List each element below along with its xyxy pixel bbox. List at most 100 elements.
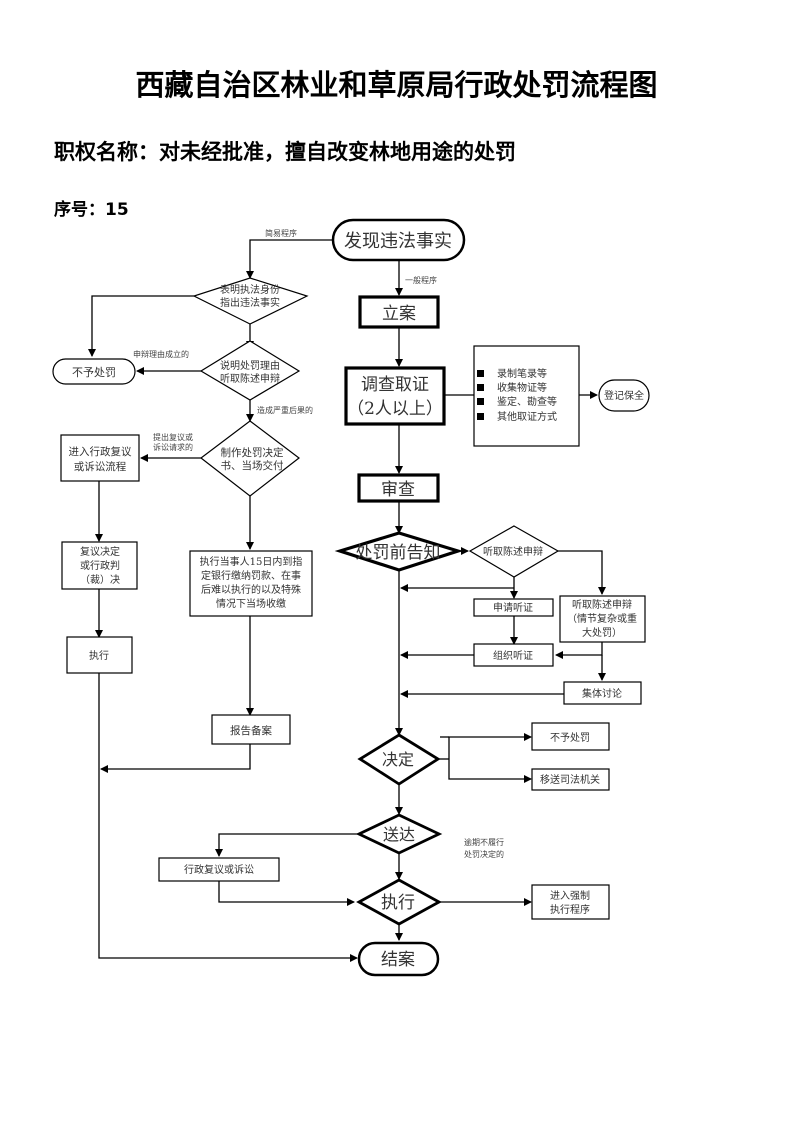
evidence-method-item: 鉴定、勘查等 (477, 395, 557, 408)
hear-defense-diamond: 听取陈述申辩 (468, 525, 560, 578)
svg-text:立案: 立案 (382, 304, 416, 324)
identify-diamond: 表明执法身份 指出违法事实 (192, 277, 309, 325)
svg-text:进入强制: 进入强制 (550, 889, 590, 902)
svg-text:集体讨论: 集体讨论 (582, 687, 622, 700)
no-penalty-terminal-left: 不予处罚 (52, 358, 136, 385)
svg-text:（2人以上）: （2人以上） (347, 399, 443, 419)
label-review-request-2: 诉讼请求的 (153, 442, 193, 452)
svg-text:执行: 执行 (89, 649, 109, 662)
svg-text:执行: 执行 (381, 893, 415, 913)
label-simple-procedure: 简易程序 (265, 228, 297, 238)
review-box: 审查 (357, 473, 440, 503)
page-title: 西藏自治区林业和草原局行政处罚流程图 (135, 68, 658, 102)
svg-text:送达: 送达 (383, 825, 415, 844)
svg-text:不予处罚: 不予处罚 (550, 732, 590, 744)
svg-text:大处罚）: 大处罚） (582, 626, 622, 639)
admin-review-box: 行政复议或诉讼 (158, 857, 280, 882)
svg-text:结案: 结案 (381, 950, 415, 970)
bullet-icon (477, 413, 484, 420)
review-result-box: 复议决定 或行政判 （裁）决 (61, 541, 138, 590)
svg-text:书、当场交付: 书、当场交付 (221, 459, 284, 472)
edge-admin-review-to-execute (218, 881, 355, 906)
evidence-method-item: 收集物证等 (477, 381, 547, 394)
evidence-methods-box: 录制笔录等 收集物证等 鉴定、勘查等 其他取证方式 (473, 345, 580, 447)
pay-box: 执行当事人15日内到指 定银行缴纳罚款、在事 后难以执行的以及特殊 情况下当场收… (189, 550, 313, 617)
edge-report-to-main (100, 744, 251, 773)
serial-number: 序号：15 (54, 200, 129, 220)
apply-hearing-box: 申请听证 (473, 598, 554, 617)
preserve-terminal: 登记保全 (598, 379, 650, 412)
organize-hearing-box: 组织听证 (473, 643, 554, 667)
connectors (88, 239, 606, 962)
svg-text:制作处罚决定: 制作处罚决定 (221, 446, 284, 459)
svg-text:调查取证: 调查取证 (361, 375, 429, 395)
investigate-box: 调查取证 （2人以上） (344, 366, 446, 426)
svg-text:报告备案: 报告备案 (230, 724, 272, 737)
evidence-method-item: 录制笔录等 (477, 367, 547, 380)
svg-text:录制笔录等: 录制笔录等 (497, 367, 547, 380)
svg-text:指出违法事实: 指出违法事实 (220, 296, 280, 309)
svg-text:不予处罚: 不予处罚 (72, 366, 116, 379)
label-overdue-1: 逾期不履行 (464, 837, 504, 847)
no-penalty-box-right: 不予处罚 (531, 722, 610, 751)
label-review-request-1: 提出复议或 (153, 432, 193, 442)
execute-diamond: 执行 (356, 878, 442, 926)
label-overdue-2: 处罚决定的 (464, 849, 504, 859)
close-terminal: 结案 (357, 941, 440, 977)
svg-text:行政复议或诉讼: 行政复议或诉讼 (184, 863, 254, 876)
svg-text:鉴定、勘查等: 鉴定、勘查等 (497, 395, 557, 408)
bullet-icon (477, 398, 484, 405)
svg-text:组织听证: 组织听证 (493, 649, 533, 662)
bullet-icon (477, 370, 484, 377)
decision-diamond: 决定 (357, 733, 441, 786)
svg-text:执行当事人15日内到指: 执行当事人15日内到指 (200, 555, 303, 568)
review-process-box: 进入行政复议 或诉讼流程 (60, 434, 140, 482)
edge-hear-to-complex (558, 550, 606, 595)
svg-text:处罚前告知: 处罚前告知 (356, 543, 441, 563)
svg-text:执行程序: 执行程序 (550, 903, 590, 916)
svg-text:复议决定: 复议决定 (80, 545, 120, 558)
label-defense-valid: 申辩理由成立的 (133, 349, 189, 359)
decide-diamond: 制作处罚决定 书、当场交付 (200, 420, 300, 497)
svg-text:听取陈述申辩: 听取陈述申辩 (483, 545, 543, 558)
label-general-procedure: 一般程序 (405, 275, 437, 285)
edge-decision-to-transfer (448, 759, 532, 783)
edge-complex-to-organize (555, 642, 603, 659)
authority-name: 职权名称：对未经批准，擅自改变林地用途的处罚 (54, 140, 516, 164)
evidence-method-item: 其他取证方式 (477, 410, 557, 423)
svg-text:听取陈述申辩: 听取陈述申辩 (220, 372, 280, 385)
svg-text:后难以执行的以及特殊: 后难以执行的以及特殊 (201, 583, 301, 596)
bullet-icon (477, 384, 484, 391)
svg-text:定银行缴纳罚款、在事: 定银行缴纳罚款、在事 (201, 569, 301, 582)
edge-decision-to-no-penalty (448, 733, 532, 759)
enforce-box: 进入强制 执行程序 (531, 884, 610, 920)
edge-identify-to-no-penalty (88, 295, 194, 357)
svg-text:（情节复杂或重: （情节复杂或重 (567, 612, 637, 625)
svg-text:登记保全: 登记保全 (604, 389, 644, 402)
svg-text:进入行政复议: 进入行政复议 (69, 445, 132, 458)
group-discussion-box: 集体讨论 (563, 681, 642, 705)
label-serious-consequence: 造成严重后果的 (257, 405, 313, 415)
svg-text:决定: 决定 (382, 750, 414, 769)
svg-text:移送司法机关: 移送司法机关 (540, 773, 600, 786)
svg-text:情况下当场收缴: 情况下当场收缴 (216, 597, 286, 610)
start-label: 发现违法事实 (344, 231, 452, 252)
hear-complex-box: 听取陈述申辩 （情节复杂或重 大处罚） (559, 595, 646, 643)
edge-execute-to-close (98, 673, 358, 962)
prior-notice-diamond: 处罚前告知 (334, 531, 464, 572)
svg-text:（裁）决: （裁）决 (80, 573, 120, 586)
explain-diamond: 说明处罚理由 听取陈述申辩 (199, 340, 301, 401)
execute-box-left: 执行 (66, 636, 133, 674)
file-case-box: 立案 (358, 295, 440, 329)
svg-text:收集物证等: 收集物证等 (497, 381, 547, 394)
edge-deliver-to-admin-review (215, 833, 359, 857)
svg-text:表明执法身份: 表明执法身份 (220, 283, 280, 296)
svg-text:或行政判: 或行政判 (80, 559, 120, 572)
svg-text:审查: 审查 (381, 480, 415, 500)
svg-text:听取陈述申辩: 听取陈述申辩 (572, 598, 632, 611)
deliver-diamond: 送达 (355, 813, 443, 855)
start-terminal: 发现违法事实 (331, 218, 466, 262)
edge-simple-procedure (246, 239, 333, 279)
svg-text:其他取证方式: 其他取证方式 (497, 410, 557, 423)
